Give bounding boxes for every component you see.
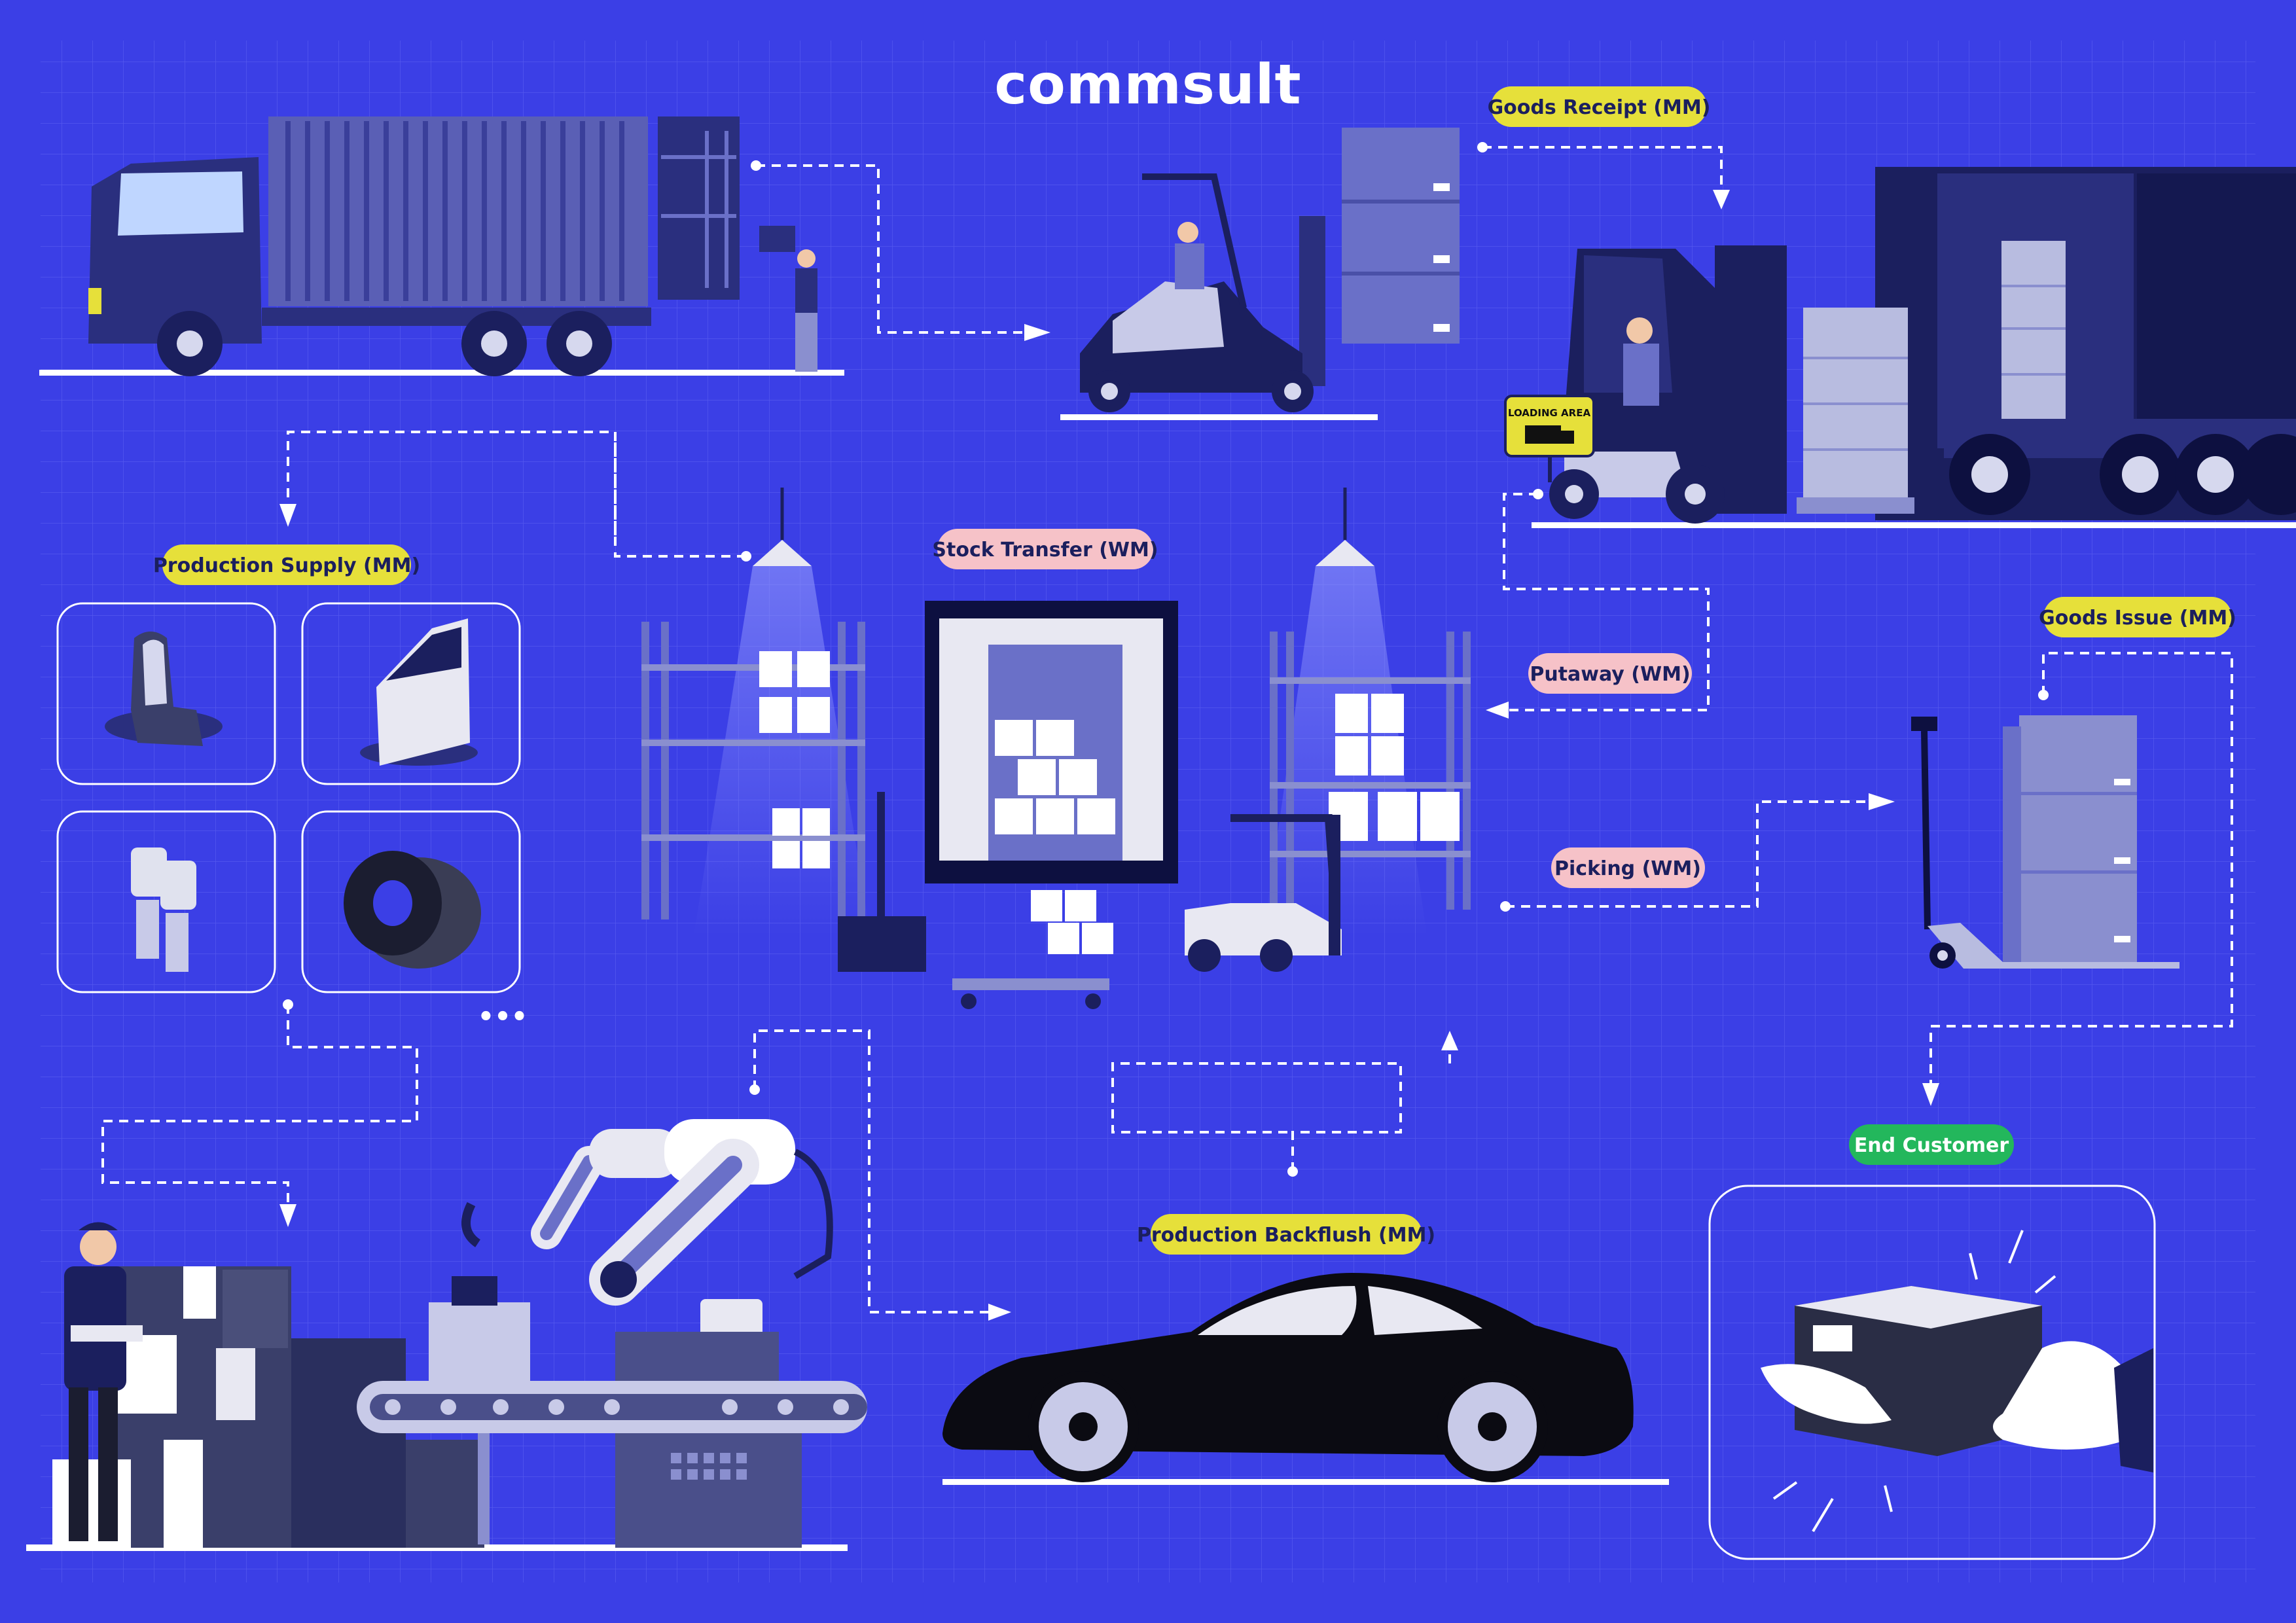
tire-icon bbox=[344, 851, 481, 969]
arrow-right-icon bbox=[1024, 324, 1050, 341]
robot-arm-icon bbox=[429, 1119, 833, 1548]
piston-icon bbox=[131, 847, 196, 972]
svg-text:LOADING AREA: LOADING AREA bbox=[1508, 407, 1591, 419]
loading-dock-scene bbox=[1532, 167, 2296, 528]
car-icon bbox=[942, 1273, 1669, 1485]
svg-text:Production Backflush (MM): Production Backflush (MM) bbox=[1137, 1224, 1435, 1247]
arrow-up-icon bbox=[1441, 1031, 1458, 1050]
box-stack bbox=[52, 1266, 484, 1548]
arrow-down-icon bbox=[1922, 1083, 1939, 1106]
svg-text:Picking (WM): Picking (WM) bbox=[1554, 857, 1701, 880]
brand-logo: commsult bbox=[994, 52, 1301, 116]
arrow-down-icon bbox=[1713, 190, 1730, 209]
warehouse-scene bbox=[641, 488, 1471, 1009]
arrow-right-icon bbox=[1869, 793, 1895, 810]
label-picking: Picking (WM) bbox=[1551, 847, 1705, 888]
production-supply-parts: ••• bbox=[56, 602, 528, 1032]
svg-text:Goods Receipt (MM): Goods Receipt (MM) bbox=[1488, 96, 1711, 119]
part-tile bbox=[301, 602, 521, 785]
shelf-icon bbox=[641, 622, 865, 919]
loading-area-sign: LOADING AREA bbox=[1504, 395, 1595, 482]
svg-text:Goods Issue (MM): Goods Issue (MM) bbox=[2039, 607, 2236, 630]
label-production-backflush: Production Backflush (MM) bbox=[1137, 1214, 1435, 1255]
end-customer-panel bbox=[1708, 1185, 2156, 1560]
svg-text:Putaway (WM): Putaway (WM) bbox=[1530, 663, 1690, 686]
svg-text:Production Supply (MM): Production Supply (MM) bbox=[153, 554, 420, 577]
part-tile bbox=[56, 602, 276, 785]
label-putaway: Putaway (WM) bbox=[1528, 653, 1692, 694]
package-handover-icon bbox=[1761, 1230, 2153, 1533]
label-stock-transfer: Stock Transfer (WM) bbox=[932, 529, 1158, 569]
arrow-down-icon bbox=[279, 1204, 296, 1227]
arrow-right-icon bbox=[988, 1304, 1011, 1321]
forklift-icon bbox=[1185, 814, 1342, 972]
car-seat-icon bbox=[105, 632, 223, 746]
svg-text:Stock Transfer (WM): Stock Transfer (WM) bbox=[932, 539, 1158, 562]
label-goods-receipt: Goods Receipt (MM) bbox=[1488, 86, 1711, 127]
arrow-left-icon bbox=[1486, 702, 1509, 719]
part-tile bbox=[301, 810, 521, 993]
svg-text:End Customer: End Customer bbox=[1854, 1134, 2009, 1157]
label-end-customer: End Customer bbox=[1849, 1124, 2014, 1165]
flow-connectors bbox=[101, 146, 2233, 1313]
label-goods-issue: Goods Issue (MM) bbox=[2039, 597, 2236, 637]
truck-icon bbox=[39, 116, 844, 376]
connector-arrows bbox=[279, 142, 2049, 1321]
car-door-icon bbox=[360, 618, 478, 766]
shelf-icon bbox=[1270, 632, 1471, 910]
production-line-scene bbox=[26, 1119, 867, 1551]
conveyor-belt bbox=[357, 1381, 867, 1544]
forklift-icon bbox=[1060, 128, 1460, 420]
worker-icon bbox=[759, 226, 817, 372]
more-indicator: ••• bbox=[478, 1002, 528, 1032]
worker-icon bbox=[64, 1222, 143, 1541]
part-tile bbox=[56, 810, 276, 993]
arrow-down-icon bbox=[279, 504, 296, 527]
label-production-supply: Production Supply (MM) bbox=[153, 544, 420, 585]
pallet-jack-icon bbox=[1911, 715, 2179, 969]
